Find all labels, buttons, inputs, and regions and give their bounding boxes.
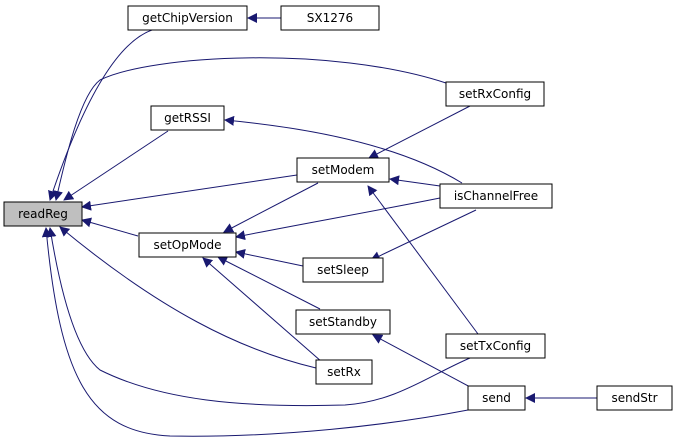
edge-isChannelFree-to-getRSSI (224, 115, 463, 184)
node-label: setModem (312, 163, 375, 177)
nodes: readReg getChipVersion SX1276 setRxConfi… (3, 5, 673, 411)
node-setStandby[interactable]: setStandby (295, 309, 391, 335)
node-SX1276[interactable]: SX1276 (280, 5, 380, 31)
node-label: setStandby (309, 315, 377, 329)
node-label: getChipVersion (142, 11, 233, 25)
node-readReg[interactable]: readReg (3, 201, 83, 227)
edge-getChipVersion-to-readReg (48, 29, 153, 201)
node-sendStr[interactable]: sendStr (596, 385, 673, 411)
node-label: setOpMode (153, 238, 221, 252)
node-label: isChannelFree (454, 189, 538, 203)
edge-setRx-to-setOpMode (202, 257, 323, 363)
edge-send-to-readReg (41, 227, 469, 437)
node-label: setTxConfig (460, 339, 531, 353)
edge-setRxConfig-to-readReg (53, 57, 447, 201)
edge-isChannelFree-to-setModem (389, 175, 441, 187)
node-label: setRx (327, 365, 361, 379)
edge-setSleep-to-setOpMode (235, 248, 304, 267)
edge-setRx-to-readReg (59, 226, 317, 369)
node-send[interactable]: send (467, 385, 526, 411)
edge-setModem-to-setOpMode (223, 182, 319, 233)
node-getRSSI[interactable]: getRSSI (150, 105, 225, 131)
node-setTxConfig[interactable]: setTxConfig (445, 333, 546, 359)
node-setRxConfig[interactable]: setRxConfig (445, 81, 545, 107)
edge-setTxConfig-to-setModem (367, 185, 479, 335)
edge-setRxConfig-to-setModem (368, 105, 471, 159)
edge-setModem-to-readReg (81, 174, 298, 211)
node-setModem[interactable]: setModem (296, 157, 390, 183)
edge-send-to-setStandby (372, 334, 473, 389)
node-setOpMode[interactable]: setOpMode (138, 232, 237, 258)
edge-isChannelFree-to-setSleep (370, 209, 477, 261)
node-setSleep[interactable]: setSleep (302, 257, 384, 283)
node-label: sendStr (611, 391, 657, 405)
edge-setOpMode-to-readReg (81, 217, 139, 237)
edge-isChannelFree-to-setOpMode (235, 197, 441, 241)
node-getChipVersion[interactable]: getChipVersion (127, 5, 248, 31)
edges (41, 13, 597, 437)
node-isChannelFree[interactable]: isChannelFree (439, 183, 553, 209)
node-label: send (482, 391, 511, 405)
node-setRx[interactable]: setRx (315, 359, 373, 385)
edge-setTxConfig-to-readReg (46, 227, 471, 407)
node-label: getRSSI (164, 111, 211, 125)
node-label: setSleep (317, 263, 369, 277)
node-label: setRxConfig (459, 87, 531, 101)
edge-getRSSI-to-readReg (63, 130, 169, 201)
node-label: readReg (18, 207, 68, 221)
edge-setStandby-to-setOpMode (217, 256, 321, 310)
node-label: SX1276 (307, 11, 353, 25)
